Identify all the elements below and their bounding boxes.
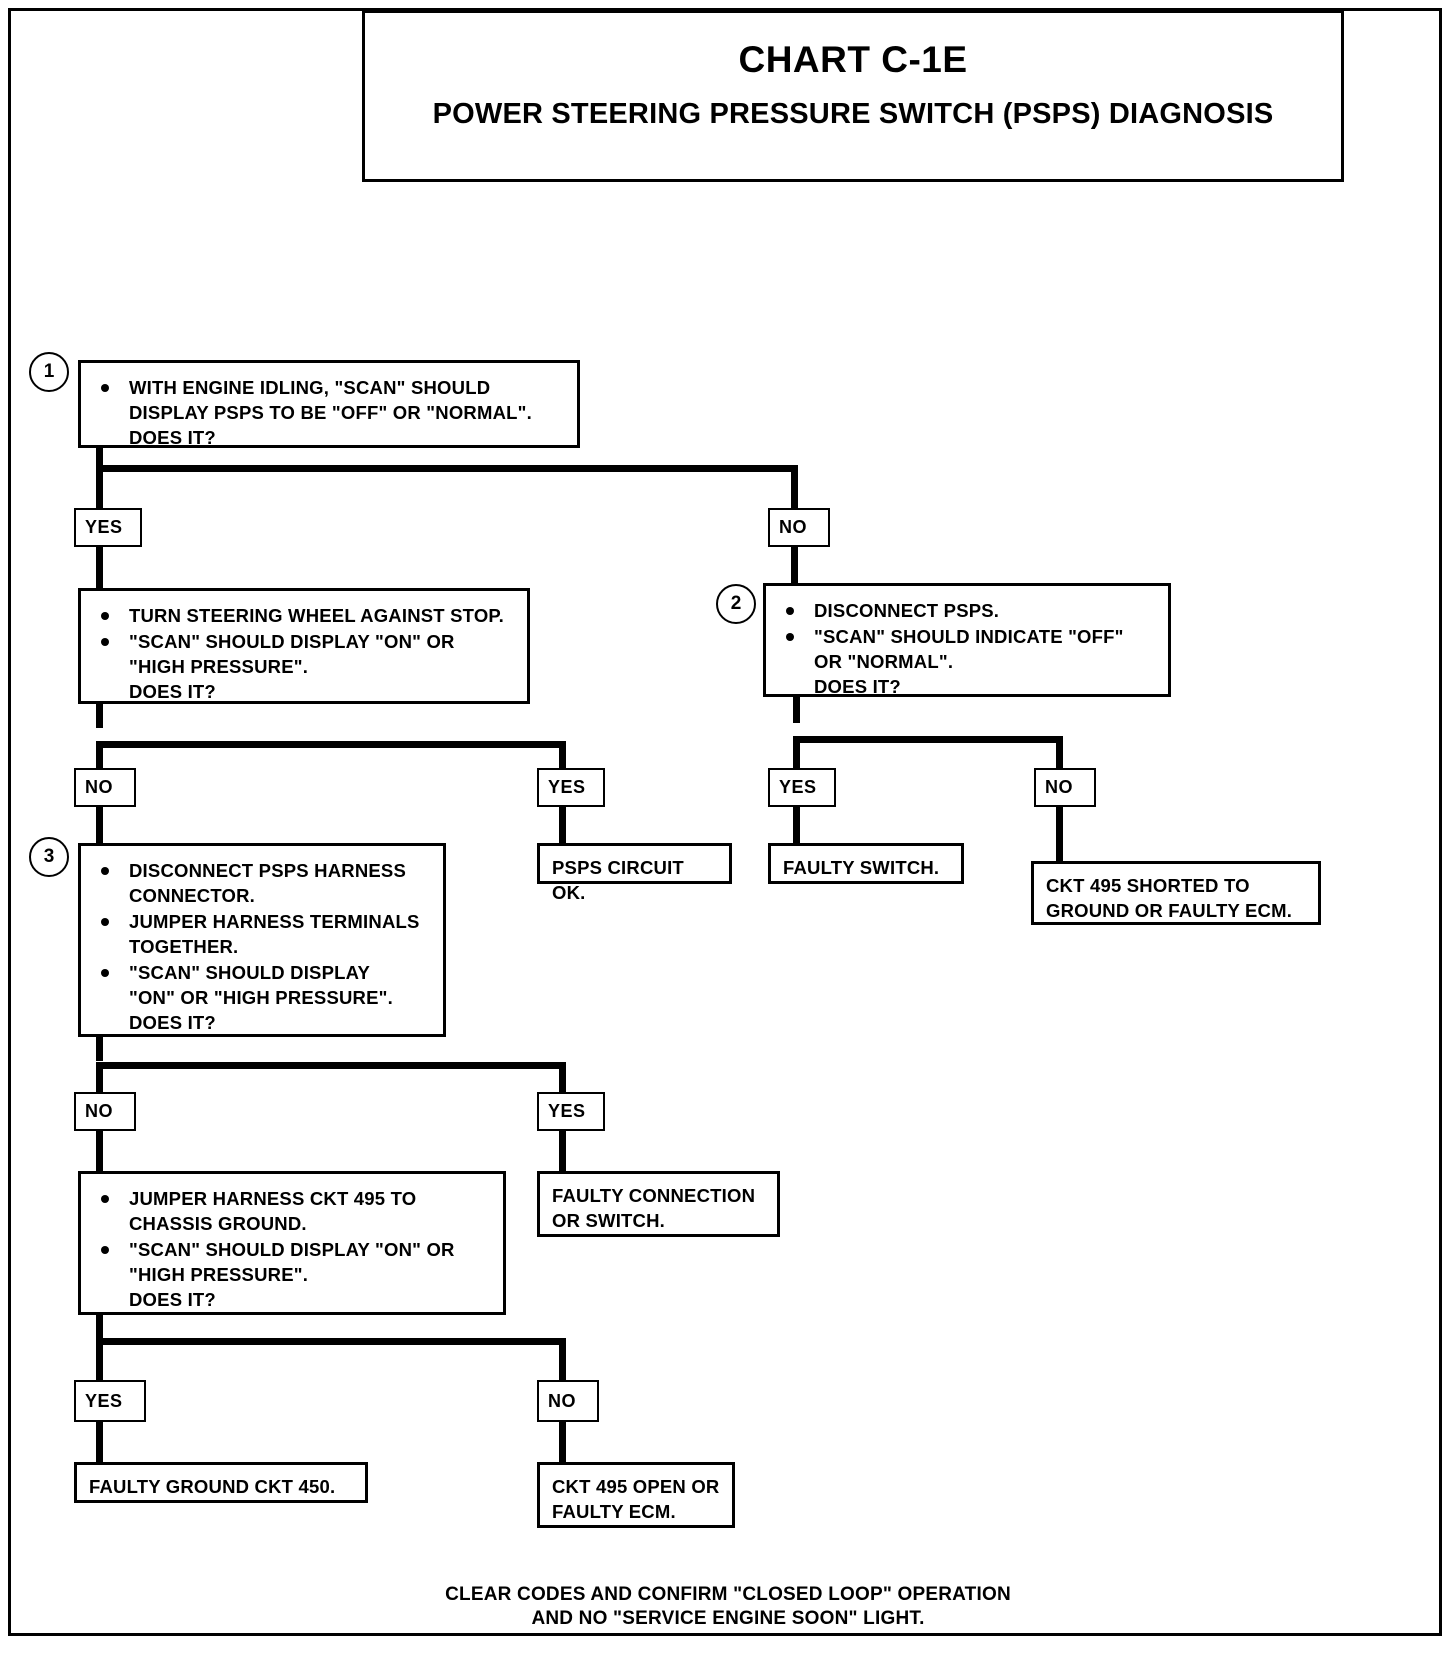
connector-line [559, 807, 566, 843]
connector-line [96, 807, 103, 844]
connector-line [793, 807, 800, 843]
bullet-item: "SCAN" SHOULD INDICATE "OFF" OR "NORMAL"… [780, 624, 1158, 699]
connector-line [96, 1062, 566, 1069]
branch-label-no: NO [537, 1380, 599, 1422]
connector-line [793, 697, 800, 723]
terminal-faulty-connection-or-switch: FAULTY CONNECTION OR SWITCH. [537, 1171, 780, 1237]
terminal-ckt495-open-faulty-ecm: CKT 495 OPEN OR FAULTY ECM. [537, 1462, 735, 1528]
step-number-1: 1 [29, 352, 69, 392]
title-banner: CHART C-1E POWER STEERING PRESSURE SWITC… [362, 10, 1344, 182]
chart-title: CHART C-1E [738, 39, 968, 80]
bullet-item: "SCAN" SHOULD DISPLAY "ON" OR "HIGH PRES… [95, 960, 433, 1035]
box-step2-disconnect-psps: DISCONNECT PSPS. "SCAN" SHOULD INDICATE … [763, 583, 1171, 697]
bullet-item: DISCONNECT PSPS. [780, 598, 1158, 623]
connector-line [96, 1062, 103, 1092]
connector-line [559, 1131, 566, 1173]
connector-line [96, 1315, 103, 1339]
branch-label-yes: YES [74, 1380, 146, 1422]
branch-label-no: NO [768, 508, 830, 547]
footer-note: CLEAR CODES AND CONFIRM "CLOSED LOOP" OP… [445, 1584, 1011, 1629]
branch-label-yes: YES [537, 1092, 605, 1131]
connector-line [793, 736, 800, 768]
connector-line [791, 465, 798, 508]
bullet-item: "SCAN" SHOULD DISPLAY "ON" OR "HIGH PRES… [95, 1237, 493, 1312]
bullet-item: TURN STEERING WHEEL AGAINST STOP. [95, 603, 517, 628]
connector-line [1056, 736, 1063, 768]
connector-line [793, 736, 1063, 743]
branch-label-yes: YES [768, 768, 836, 807]
box-jumper-ckt495-chassis-ground: JUMPER HARNESS CKT 495 TO CHASSIS GROUND… [78, 1171, 506, 1315]
bullet-item: JUMPER HARNESS TERMINALS TOGETHER. [95, 909, 433, 959]
box-turn-steering-wheel: TURN STEERING WHEEL AGAINST STOP. "SCAN"… [78, 588, 530, 704]
bullet-item: WITH ENGINE IDLING, "SCAN" SHOULD DISPLA… [95, 375, 567, 450]
branch-label-no: NO [1034, 768, 1096, 807]
box-step3-harness-jumper: DISCONNECT PSPS HARNESS CONNECTOR. JUMPE… [78, 843, 446, 1037]
bullet-item: DISCONNECT PSPS HARNESS CONNECTOR. [95, 858, 433, 908]
terminal-ckt495-shorted-to-ground: CKT 495 SHORTED TO GROUND OR FAULTY ECM. [1031, 861, 1321, 925]
step-number-3: 3 [29, 837, 69, 877]
terminal-faulty-ground-ckt450: FAULTY GROUND CKT 450. [74, 1462, 368, 1503]
connector-line [96, 1338, 103, 1380]
step-number-2: 2 [716, 584, 756, 624]
branch-label-no: NO [74, 768, 136, 807]
chart-subtitle: POWER STEERING PRESSURE SWITCH (PSPS) DI… [432, 98, 1274, 130]
branch-label-yes: YES [537, 768, 605, 807]
box-step1-scan-check: WITH ENGINE IDLING, "SCAN" SHOULD DISPLA… [78, 360, 580, 448]
bullet-item: "SCAN" SHOULD DISPLAY "ON" OR "HIGH PRES… [95, 629, 517, 704]
connector-line [96, 741, 103, 770]
terminal-faulty-switch: FAULTY SWITCH. [768, 843, 964, 884]
connector-line [96, 1422, 103, 1464]
connector-line [96, 741, 566, 748]
connector-line [96, 1338, 566, 1345]
connector-line [96, 704, 103, 728]
connector-line [96, 448, 103, 472]
connector-line [96, 1037, 103, 1061]
bullet-item: JUMPER HARNESS CKT 495 TO CHASSIS GROUND… [95, 1186, 493, 1236]
branch-label-yes: YES [74, 508, 142, 547]
terminal-psps-circuit-ok: PSPS CIRCUIT OK. [537, 843, 732, 903]
connector-line [96, 1131, 103, 1173]
page-border [8, 8, 1442, 1636]
connector-line [559, 741, 566, 770]
connector-line [559, 1062, 566, 1092]
connector-line [96, 465, 103, 508]
connector-line [559, 1422, 566, 1464]
connector-line [559, 1338, 566, 1380]
connector-line [96, 547, 103, 588]
branch-label-no: NO [74, 1092, 136, 1131]
connector-line [1056, 807, 1063, 862]
connector-line [791, 547, 798, 583]
connector-line [96, 465, 798, 472]
